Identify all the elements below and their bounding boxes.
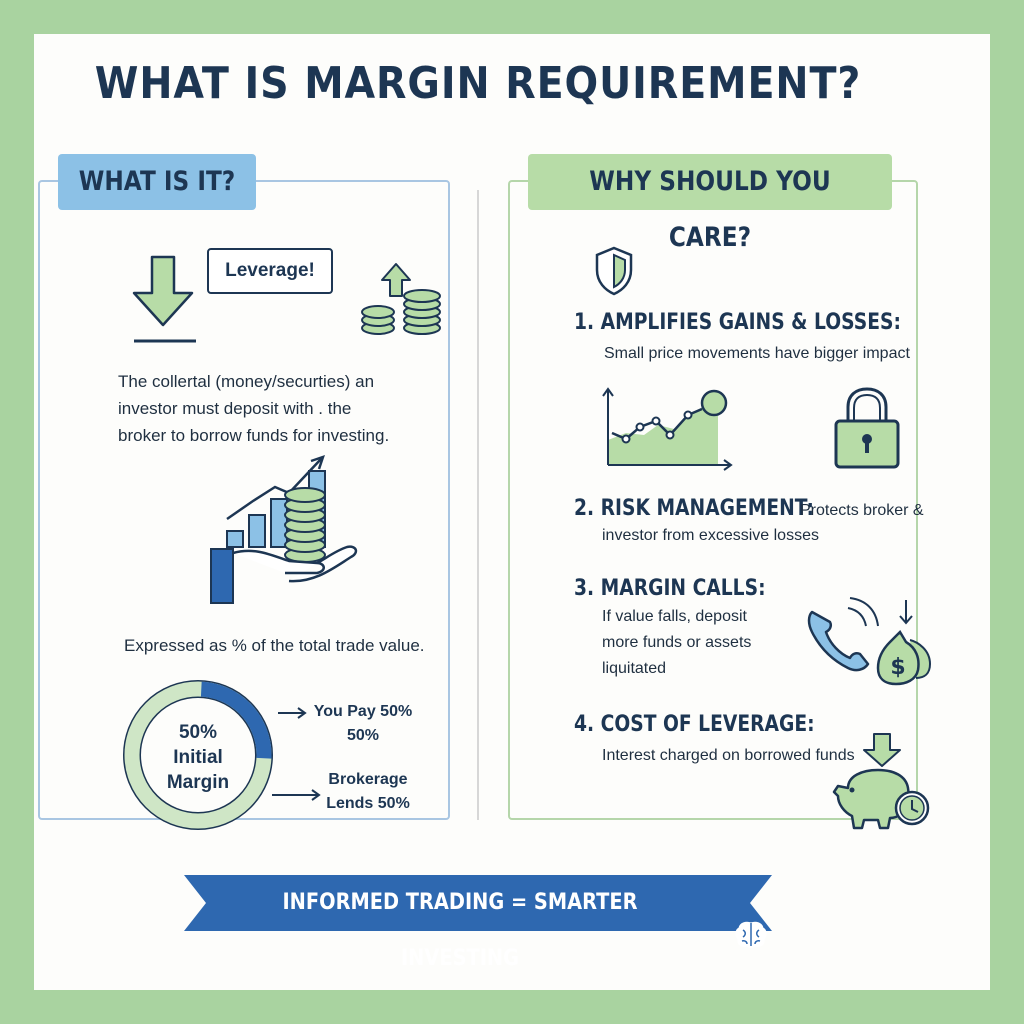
brokerage-line: Brokerage [328, 771, 408, 788]
item-3-line: liquitated [602, 660, 667, 677]
banner-ribbon [184, 875, 772, 931]
item-2-inline-text: Protects broker & [800, 502, 924, 519]
download-arrow-icon [132, 255, 196, 343]
brokerage-label: Brokerage Lends 50% [318, 768, 418, 816]
donut-center-line: Initial [173, 747, 223, 768]
item-1-text: Small price movements have bigger impact [604, 345, 910, 362]
you-pay-arrow-icon [278, 707, 307, 719]
brokerage-line: Lends 50% [326, 795, 410, 812]
lock-icon [834, 387, 900, 469]
shield-icon [595, 246, 633, 296]
item-3-heading: 3. MARGIN CALLS: [574, 576, 766, 601]
brain-icon [735, 921, 767, 948]
phone-icon [807, 597, 879, 672]
definition-line: investor must deposit with . the [118, 399, 352, 418]
you-pay-line: You Pay 50% [313, 703, 413, 720]
item-1-heading: 1. AMPLIFIES GAINS & LOSSES: [574, 310, 901, 335]
item-3-line: If value falls, deposit [602, 608, 747, 625]
piggy-bank-icon [832, 733, 930, 830]
what-is-it-heading: WHAT IS IT? [58, 154, 256, 210]
item-4-text: Interest charged on borrowed funds [602, 747, 855, 764]
definition-line: broker to borrow funds for investing. [118, 426, 390, 445]
brokerage-arrow-icon [272, 789, 321, 801]
page-title: WHAT IS MARGIN REQUIREMENT? [94, 58, 862, 109]
you-pay-label: You Pay 50% 50% [305, 700, 421, 748]
definition-text: The collertal (money/securties) an inves… [118, 368, 389, 449]
item-2-heading: 2. RISK MANAGEMENT: [574, 496, 815, 521]
item-2-text: investor from excessive losses [602, 527, 819, 544]
margin-donut-chart [123, 680, 273, 830]
item-4-heading: 4. COST OF LEVERAGE: [574, 712, 815, 737]
panel-divider [477, 190, 479, 820]
investor-share-arc [200, 681, 272, 759]
line-chart-icon [602, 387, 733, 471]
item-3-line: more funds or assets [602, 634, 752, 651]
item-3-text: If value falls, deposit more funds or as… [602, 604, 751, 682]
donut-center-label: 50% Initial Margin [150, 720, 246, 795]
donut-center-line: 50% [178, 722, 218, 743]
donut-center-line: Margin [166, 772, 230, 793]
leverage-label: Leverage! [207, 248, 333, 294]
expressed-text: Expressed as % of the total trade value. [124, 636, 425, 655]
why-care-heading: WHY SHOULD YOU CARE? [528, 154, 892, 253]
banner-text: INFORMED TRADING = SMARTER INVESTING [282, 890, 638, 971]
definition-line: The collertal (money/securties) an [118, 372, 375, 391]
money-bag-icon: $ [876, 600, 932, 686]
you-pay-line: 50% [346, 727, 380, 744]
hand-coins-icon [210, 455, 358, 604]
svg-text:$: $ [890, 655, 905, 680]
coin-stack-icon [361, 263, 441, 335]
